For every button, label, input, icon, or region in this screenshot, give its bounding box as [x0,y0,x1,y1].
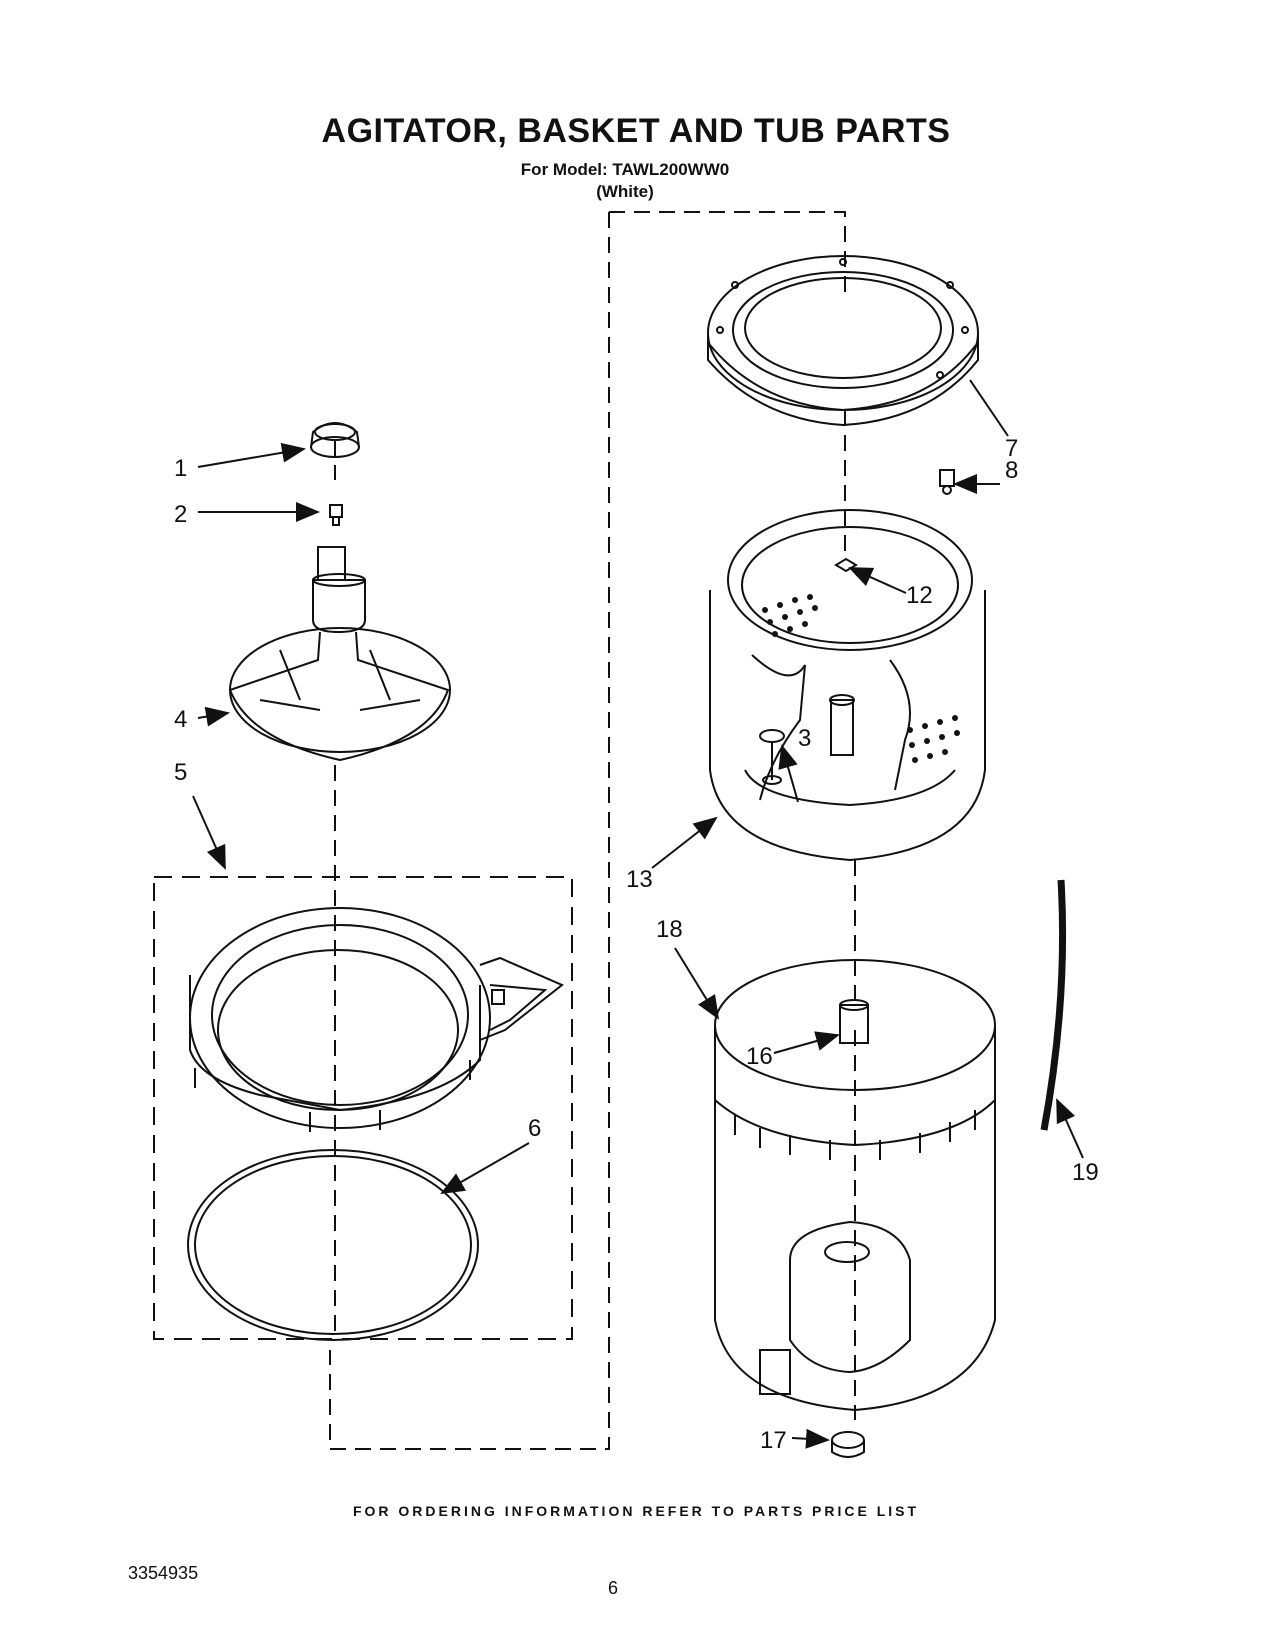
outer-tub-part [714,959,996,1412]
part-label-13: 13 [626,866,653,893]
model-line: For Model: TAWL200WW0 [520,160,730,179]
color-line: (White) [596,182,654,201]
agitator-cap-part [310,422,360,458]
page-number: 6 [608,1578,619,1598]
part-label-1: 1 [174,455,187,482]
tub-nut-part [831,1431,865,1458]
hose-part [1040,879,1067,1131]
part-label-19: 19 [1072,1159,1099,1186]
ring-seal-part [187,1149,479,1341]
page-title: AGITATOR, BASKET AND TUB PARTS [321,112,951,150]
clip-part [939,469,955,495]
wash-basket-part [709,509,986,862]
balance-ring-part [189,907,564,1132]
item-5-outline-box [153,876,573,1340]
leader-arrows [192,379,1084,1449]
part-label-17: 17 [760,1427,787,1454]
fastener-part [329,504,343,526]
part-label-2: 2 [174,501,187,528]
document-number: 3354935 [128,1563,199,1583]
ordering-footer-note: FOR ORDERING INFORMATION REFER TO PARTS … [352,1503,920,1519]
part-label-7: 7 [1005,435,1018,462]
basket-perforations [762,594,960,763]
part-label-6: 6 [528,1115,541,1142]
part-label-5: 5 [174,759,187,786]
part-number-labels: 1 2 3 4 5 6 7 8 12 13 16 17 18 19 [174,435,1099,1454]
part-label-18: 18 [656,916,683,943]
agitator-part [228,546,451,762]
tub-ring-part [707,255,979,427]
assembly-dash-lines [329,211,856,1450]
part-label-16: 16 [746,1043,773,1070]
part-label-8: 8 [1005,457,1018,484]
part-label-3: 3 [798,725,811,752]
part-label-12: 12 [906,582,933,609]
part-label-4: 4 [174,706,187,733]
